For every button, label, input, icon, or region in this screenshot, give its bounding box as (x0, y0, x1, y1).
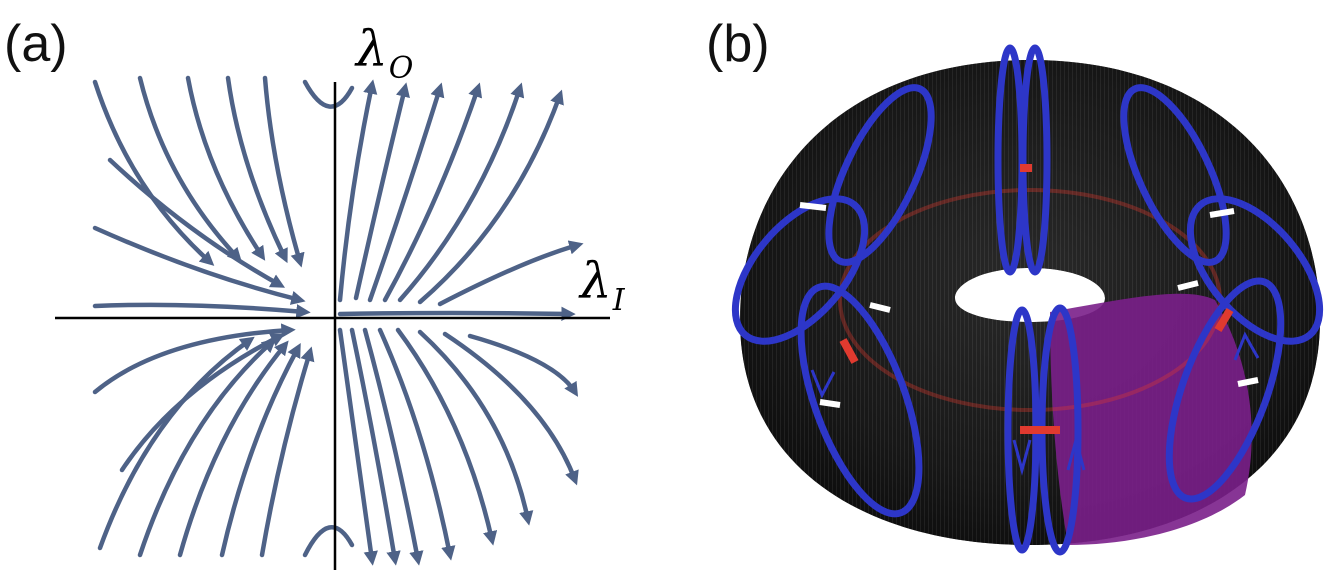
coil (1186, 195, 1324, 345)
coil (1165, 277, 1285, 503)
stream-line (92, 225, 306, 305)
current-marker (839, 338, 859, 364)
highlight-sector (1050, 293, 1252, 545)
stream-line (377, 327, 456, 561)
stream-line (353, 82, 410, 301)
gap-marker (869, 302, 891, 313)
coil (1120, 84, 1230, 266)
stream-line (137, 338, 277, 558)
current-markers (839, 164, 1234, 434)
coil (797, 282, 923, 518)
coil (1019, 44, 1051, 276)
arrowhead-icon (1012, 439, 1032, 476)
gap-markers (799, 202, 1259, 408)
stream-line (397, 82, 525, 303)
stream-line (395, 327, 498, 546)
stream-line (262, 75, 305, 268)
stream-line (362, 327, 424, 566)
stream-lines (92, 75, 584, 566)
stream-line (382, 82, 483, 303)
stream-line (185, 75, 266, 261)
stream-line (137, 75, 242, 263)
stream-line (337, 79, 378, 303)
gap-marker (799, 202, 827, 211)
horizontal-axis-subscript: I (612, 283, 625, 318)
coil (731, 195, 869, 345)
arrowhead-icon (1066, 434, 1086, 471)
gap-marker (1209, 208, 1235, 218)
stream-line (417, 329, 534, 526)
panel-a-label: (a) (4, 15, 68, 73)
gap-marker (1177, 280, 1199, 291)
stream-line (437, 240, 584, 307)
coil-arrows (810, 331, 1260, 476)
current-marker (1214, 307, 1234, 333)
arrowhead-icon (1233, 331, 1260, 361)
panel-b-label: (b) (706, 15, 770, 73)
gap-marker (819, 399, 841, 408)
stream-line (97, 336, 255, 551)
arrowhead-icon (810, 369, 836, 399)
stream-line (302, 79, 355, 109)
stream-line (92, 302, 311, 319)
stream-line (302, 525, 355, 558)
stream-line (442, 331, 579, 486)
stream-line (337, 306, 576, 322)
stream-line (177, 340, 289, 558)
stream-line (259, 346, 315, 558)
stream-line (467, 333, 579, 397)
gap-marker (1237, 377, 1259, 387)
stream-line (349, 327, 401, 566)
horizontal-axis-symbol: λ (580, 252, 612, 310)
stream-line (107, 157, 286, 288)
vertical-axis-symbol: λ (356, 20, 388, 78)
stream-line (417, 89, 564, 305)
stream-line (92, 79, 215, 266)
stream-line (92, 323, 296, 395)
horizontal-axis-label: λI (580, 256, 625, 316)
stream-plot (55, 75, 610, 570)
stream-line (225, 75, 288, 264)
coil (825, 84, 935, 266)
stream-line (367, 82, 445, 303)
vertical-axis-subscript: O (388, 51, 414, 86)
vertical-axis-label: λO (356, 24, 413, 84)
stream-line (119, 333, 286, 473)
stream-line (337, 327, 378, 566)
stream-line (219, 342, 301, 558)
